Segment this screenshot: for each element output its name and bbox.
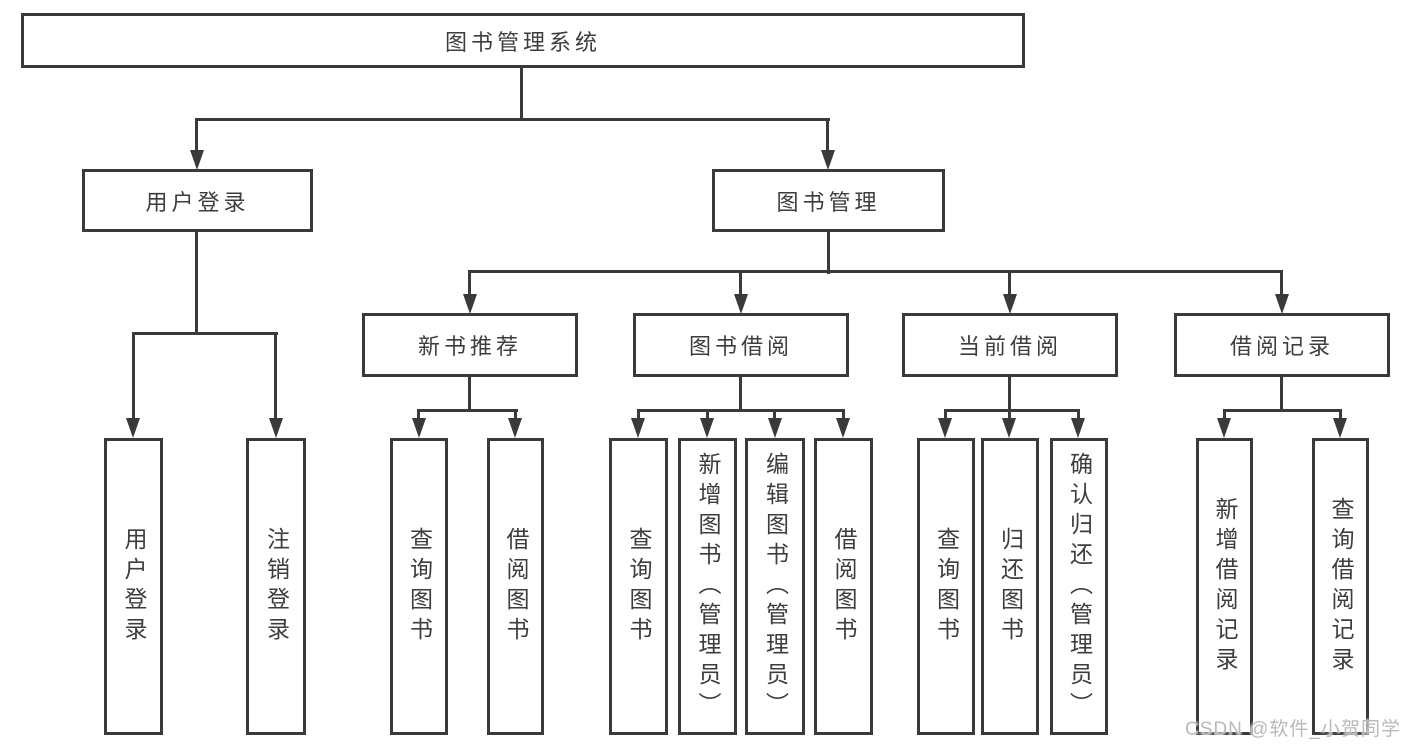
node-label: 新增图书（管理员） [695, 451, 721, 722]
connector-line [739, 377, 742, 411]
node-label: 归还图书 [997, 526, 1024, 647]
node-label: 借阅图书 [503, 526, 529, 647]
connector-line [1223, 409, 1342, 412]
arrowhead-down-icon [412, 418, 426, 438]
arrowhead-down-icon [631, 418, 645, 438]
leaf-query-books-current: 查询图书 [917, 438, 975, 735]
connector-line [196, 118, 830, 121]
connector-line [1339, 409, 1342, 420]
arrowhead-down-icon [768, 418, 782, 438]
csdn-watermark: CSDN @软件_小贺同学 [1185, 719, 1401, 740]
leaf-query-books-recommend: 查询图书 [390, 438, 448, 735]
node-label: 当前借阅 [957, 334, 1062, 359]
connector-line [1077, 409, 1080, 420]
node-label: 图书管理系统 [444, 29, 601, 55]
arrowhead-down-icon [734, 294, 748, 314]
connector-line [637, 409, 845, 412]
leaf-user-login: 用户登录 [104, 438, 163, 735]
arrowhead-down-icon [1071, 418, 1085, 438]
arrowhead-down-icon [938, 418, 952, 438]
leaf-logout: 注销登录 [246, 438, 306, 735]
arrowhead-down-icon [1003, 294, 1017, 314]
arrowhead-down-icon [700, 418, 714, 438]
connector-line [1280, 377, 1283, 411]
node-library-system: 图书管理系统 [21, 13, 1025, 68]
leaf-borrow-books-recommend: 借阅图书 [487, 438, 544, 735]
node-user-login: 用户登录 [82, 169, 313, 232]
node-label: 用户登录 [121, 526, 147, 647]
node-label: 注销登录 [263, 526, 290, 647]
node-label: 查询图书 [626, 526, 652, 647]
leaf-query-borrow-record: 查询借阅记录 [1312, 438, 1369, 735]
node-label: 新书推荐 [417, 334, 522, 359]
connector-line [514, 409, 517, 420]
connector-line [842, 409, 845, 420]
leaf-edit-books-admin: 编辑图书（管理员） [745, 438, 805, 735]
connector-line [1280, 270, 1283, 296]
connector-line [637, 409, 640, 420]
connector-line [274, 332, 277, 418]
node-label: 借阅记录 [1229, 334, 1334, 359]
connector-line [826, 118, 829, 152]
leaf-add-borrow-record: 新增借阅记录 [1196, 438, 1253, 735]
node-label: 编辑图书（管理员） [762, 451, 789, 722]
connector-line [1008, 377, 1011, 411]
connector-line [706, 409, 709, 420]
arrowhead-down-icon [1002, 418, 1016, 438]
node-book-management: 图书管理 [712, 169, 945, 232]
connector-line [468, 270, 471, 296]
connector-line [468, 377, 471, 411]
connector-line [417, 409, 420, 420]
connector-line [944, 409, 947, 420]
node-label: 查询图书 [406, 526, 433, 647]
node-label: 借阅图书 [831, 526, 857, 647]
connector-line [132, 332, 135, 418]
connector-line [827, 232, 830, 274]
arrowhead-down-icon [1333, 418, 1347, 438]
connector-line [1008, 409, 1011, 420]
arrowhead-down-icon [126, 418, 140, 438]
node-label: 图书借阅 [688, 334, 793, 359]
leaf-query-books-borrow: 查询图书 [609, 438, 668, 735]
connector-line [195, 118, 198, 152]
node-new-book-recommendation: 新书推荐 [362, 313, 578, 377]
arrowhead-down-icon [190, 150, 204, 170]
connector-line [195, 232, 198, 335]
leaf-return-books: 归还图书 [981, 438, 1039, 735]
arrowhead-down-icon [463, 294, 477, 314]
node-label: 用户登录 [145, 189, 250, 215]
connector-line [417, 409, 518, 412]
node-current-borrowing: 当前借阅 [902, 313, 1118, 377]
node-label: 查询借阅记录 [1328, 496, 1354, 677]
connector-line [468, 270, 1283, 273]
arrowhead-down-icon [269, 418, 283, 438]
connector-line [739, 270, 742, 296]
node-label: 确认归还（管理员） [1066, 451, 1093, 722]
arrowhead-down-icon [821, 150, 835, 170]
leaf-add-books-admin: 新增图书（管理员） [678, 438, 737, 735]
connector-line [1223, 409, 1226, 420]
node-label: 查询图书 [933, 526, 960, 647]
leaf-confirm-return-admin: 确认归还（管理员） [1050, 438, 1108, 735]
arrowhead-down-icon [508, 418, 522, 438]
connector-line [520, 68, 523, 120]
node-book-borrowing: 图书借阅 [633, 313, 849, 377]
connector-line [773, 409, 776, 420]
node-label: 新增借阅记录 [1212, 496, 1238, 677]
node-label: 图书管理 [776, 189, 881, 215]
arrowhead-down-icon [1275, 294, 1289, 314]
connector-line [132, 332, 278, 335]
connector-line [944, 409, 1080, 412]
connector-line [1008, 270, 1011, 296]
arrowhead-down-icon [836, 418, 850, 438]
leaf-borrow-books: 借阅图书 [814, 438, 873, 735]
arrowhead-down-icon [1217, 418, 1231, 438]
node-borrowing-records: 借阅记录 [1174, 313, 1390, 377]
